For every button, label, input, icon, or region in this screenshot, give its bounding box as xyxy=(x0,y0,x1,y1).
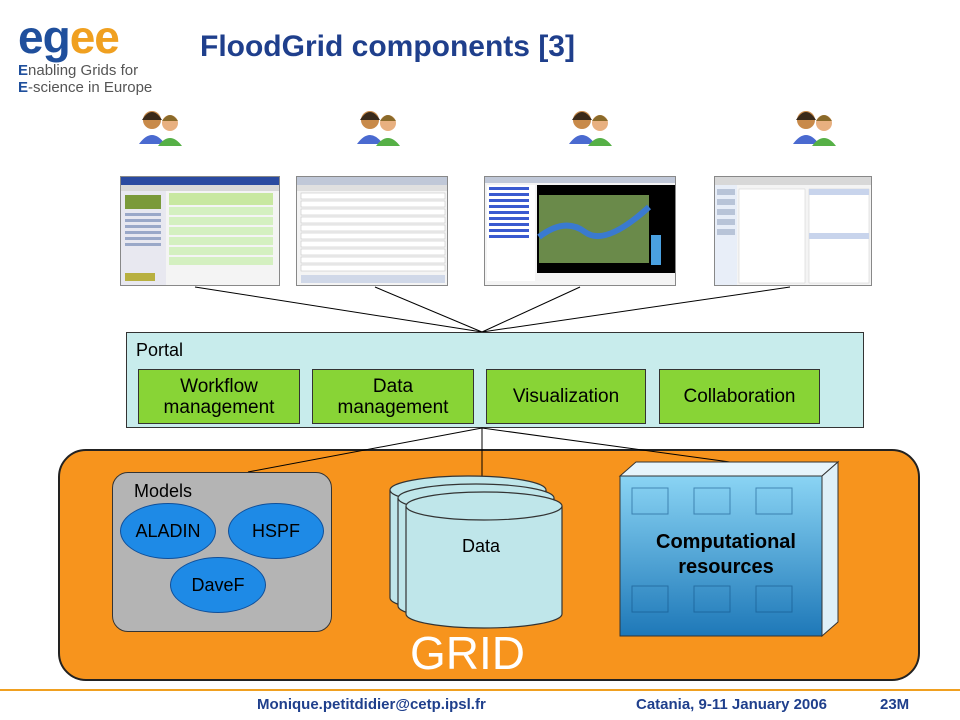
connector-line xyxy=(194,286,483,333)
footer-rule xyxy=(0,689,960,691)
data-cylinder-top xyxy=(405,491,563,521)
connector-line xyxy=(481,286,581,333)
model-hspf: HSPF xyxy=(228,503,324,559)
visualization-screenshot-thumbnail xyxy=(484,176,676,286)
connector-line xyxy=(247,427,483,473)
models-label: Models xyxy=(134,481,193,501)
egee-logo: egee Enabling Grids for E-science in Eur… xyxy=(14,14,174,104)
page-title: FloodGrid components [3] xyxy=(200,30,575,63)
data-cylinder xyxy=(405,506,563,629)
user-group-icon xyxy=(354,106,404,172)
cube-front-face xyxy=(619,475,823,637)
computer-grid-pattern xyxy=(631,487,793,613)
user-group-icon xyxy=(790,106,840,172)
computational-resources-label: Computational resources xyxy=(656,531,796,578)
grid-label: GRID xyxy=(410,627,525,679)
cube-top-face xyxy=(618,461,840,477)
connector-line xyxy=(481,286,791,333)
data-management-screenshot-thumbnail xyxy=(296,176,448,286)
connector-line xyxy=(481,427,731,463)
footer-page-number: 23M xyxy=(880,696,910,713)
logo-tagline: Enabling Grids for E-science in Europe xyxy=(18,62,153,96)
collaboration-screenshot-thumbnail xyxy=(714,176,872,286)
workflow-screenshot-thumbnail xyxy=(120,176,280,286)
connector-line xyxy=(374,286,483,333)
user-group-icon xyxy=(136,106,186,172)
footer-event: Catania, 9-11 January 2006 xyxy=(636,696,827,713)
collaboration-component: Collaboration xyxy=(659,369,820,424)
data-management-component: Data management xyxy=(312,369,474,424)
footer-email: Monique.petitdidier@cetp.ipsl.fr xyxy=(257,696,486,713)
model-davef: DaveF xyxy=(170,557,266,613)
user-group-icon xyxy=(566,106,616,172)
portal-label: Portal xyxy=(136,340,184,360)
model-aladin: ALADIN xyxy=(120,503,216,559)
workflow-management-component: Workflow management xyxy=(138,369,300,424)
visualization-component: Visualization xyxy=(486,369,646,424)
data-label: Data xyxy=(462,536,501,556)
logo-wordmark: egee xyxy=(18,11,120,63)
